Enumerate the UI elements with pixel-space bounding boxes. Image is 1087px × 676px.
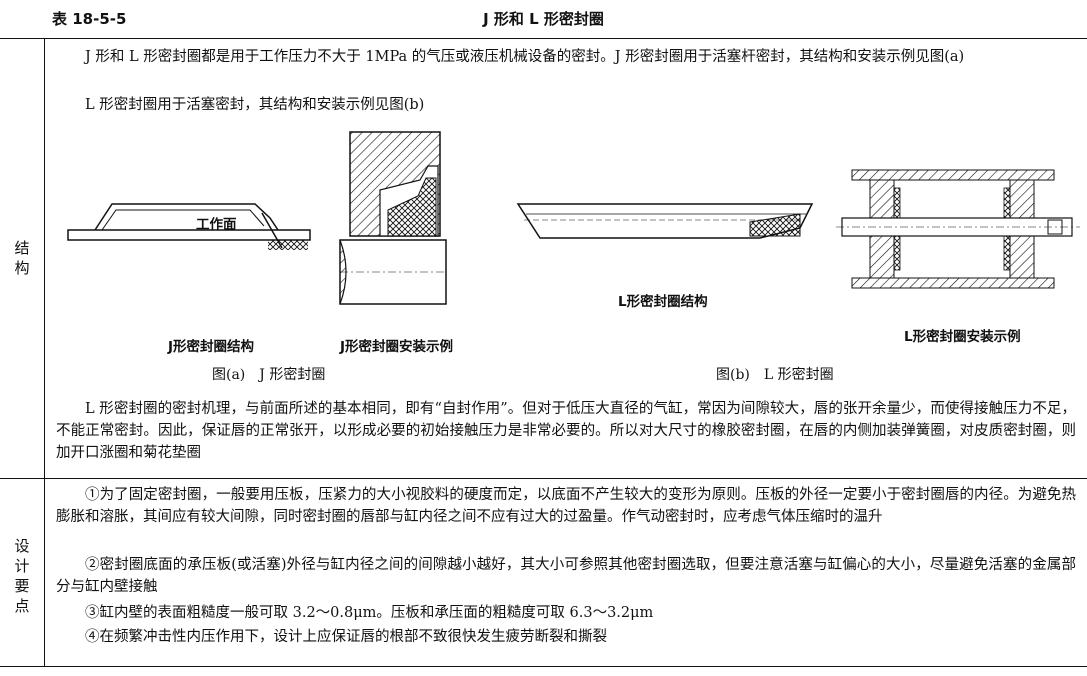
j-seal-structure-drawing — [67, 203, 311, 250]
structure-label: 结构 — [14, 239, 30, 277]
row-divider — [0, 478, 1087, 479]
structure-paragraph-1: J 形和 L 形密封圈都是用于工作压力不大于 1MPa 的气压或液压机械设备的密… — [85, 49, 965, 65]
table-header: 表 18-5-5 J 形和 L 形密封圈 — [0, 0, 1087, 38]
j-install-caption: J形密封圈安装示例 — [340, 339, 454, 355]
design-point-2: ②密封圈底面的承压板(或活塞)外径与缸内径之间的间隙越小越好，其大小可参照其他密… — [56, 557, 1076, 595]
table-top-rule — [0, 38, 1087, 39]
figure-a-caption: 图(a) J 形密封圈 — [212, 367, 326, 383]
l-seal-install-drawing — [836, 169, 1080, 289]
j-seal-install-drawing — [339, 131, 447, 305]
table-bottom-rule — [0, 666, 1087, 667]
l-seal-structure-drawing — [516, 203, 814, 239]
figure-b-caption: 图(b) L 形密封圈 — [716, 367, 834, 383]
j-structure-caption: J形密封圈结构 — [168, 339, 255, 355]
table-title: J 形和 L 形密封圈 — [483, 10, 604, 28]
l-install-caption: L形密封圈安装示例 — [904, 329, 1021, 345]
column-divider — [44, 38, 45, 666]
structure-paragraph-2: L 形密封圈用于活塞密封，其结构和安装示例见图(b) — [85, 97, 425, 113]
table-number: 表 18-5-5 — [52, 10, 127, 28]
design-point-4: ④在频繁冲击性内压作用下，设计上应保证唇的根部不致很快发生疲劳断裂和撕裂 — [85, 629, 607, 645]
design-point-3: ③缸内壁的表面粗糙度一般可取 3.2～0.8μm。压板和承压面的粗糙度可取 6.… — [85, 605, 654, 621]
structure-paragraph-3: L 形密封圈的密封机理，与前面所述的基本相同，即有“自封作用”。但对于低压大直径… — [56, 401, 1076, 461]
design-label: 设计要点 — [14, 537, 30, 615]
figures-area — [67, 131, 1080, 305]
design-point-1: ①为了固定密封圈，一般要用压板，压紧力的大小视胶料的硬度而定，以底面不产生较大的… — [56, 487, 1076, 525]
l-structure-caption: L形密封圈结构 — [618, 294, 708, 310]
work-face-label: 工作面 — [196, 217, 237, 233]
